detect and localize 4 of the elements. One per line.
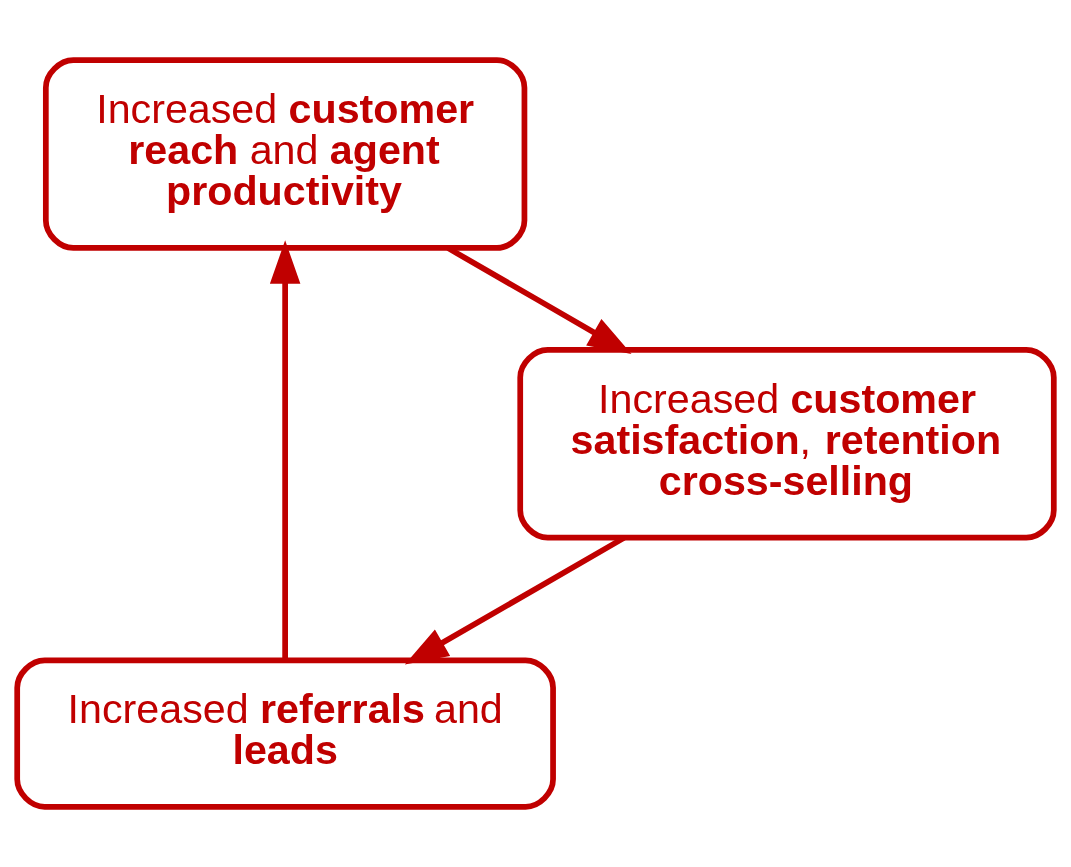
node-box: Increased referrals and leads: [14, 657, 556, 810]
arrow: [269, 240, 301, 661]
node-box: Increased customer reach and agent productivity: [42, 57, 528, 251]
node-box: Increased customer satisfaction, retention cross-selling: [517, 347, 1057, 541]
